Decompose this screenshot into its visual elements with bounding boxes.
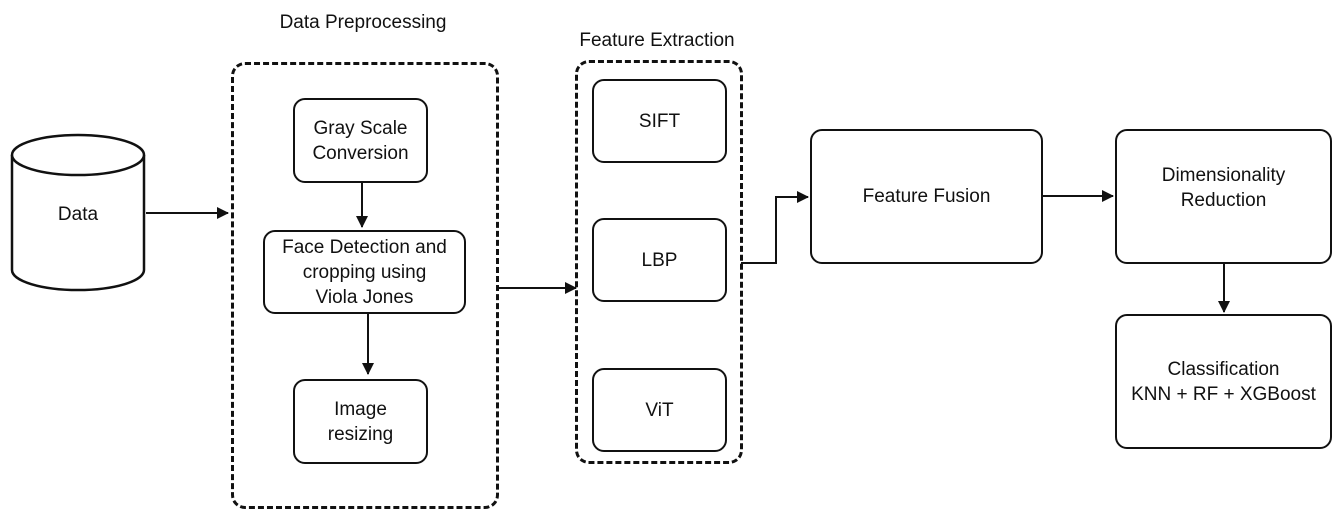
node-gray-scale: Gray Scale Conversion xyxy=(293,98,428,183)
node-classification: Classification KNN + RF + XGBoost xyxy=(1115,314,1332,449)
node-face-detection-label: Face Detection and cropping using Viola … xyxy=(282,236,447,308)
node-vit-label: ViT xyxy=(645,399,674,421)
node-face-detection: Face Detection and cropping using Viola … xyxy=(263,230,466,314)
node-lbp: LBP xyxy=(592,218,727,302)
node-feature-fusion-label: Feature Fusion xyxy=(862,186,991,207)
node-image-resizing: Image resizing xyxy=(293,379,428,464)
node-dim-reduction-label: Dimensionality Reduction xyxy=(1161,164,1286,211)
edge-extraction-to-fusion xyxy=(741,191,809,264)
node-feature-fusion: Feature Fusion xyxy=(810,129,1043,264)
group-extraction xyxy=(575,60,743,464)
node-sift: SIFT xyxy=(592,79,727,163)
node-lbp-label: LBP xyxy=(641,249,678,271)
group-preprocessing xyxy=(231,62,499,509)
node-dim-reduction: Dimensionality Reduction xyxy=(1115,129,1332,264)
group-title-extraction: Feature Extraction xyxy=(579,30,735,51)
node-classification-label: Classification KNN + RF + XGBoost xyxy=(1131,358,1316,405)
group-title-preprocessing: Data Preprocessing xyxy=(279,12,447,33)
node-vit: ViT xyxy=(592,368,727,452)
node-gray-scale-label: Gray Scale Conversion xyxy=(312,117,409,164)
data-cylinder-icon xyxy=(10,133,146,292)
node-sift-label: SIFT xyxy=(638,110,681,132)
node-image-resizing-label: Image resizing xyxy=(327,398,394,445)
node-data-label: Data xyxy=(57,204,99,225)
